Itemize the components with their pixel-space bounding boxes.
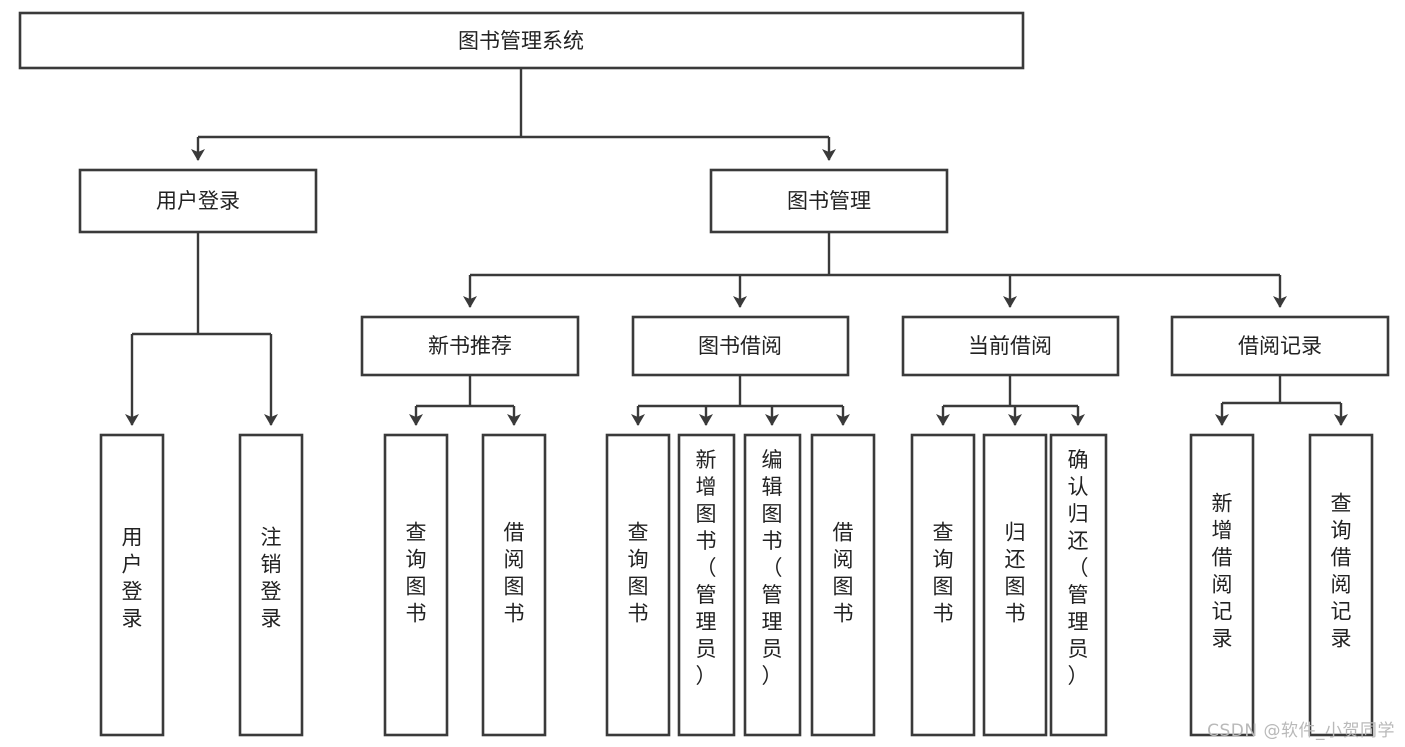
node-new-book-recommend-box[interactable] (360, 315, 580, 377)
node-book-borrow-label: 图书借阅 (698, 334, 782, 358)
node-user-login-label: 用户登录 (156, 189, 240, 213)
node-book-management-box[interactable] (709, 168, 949, 234)
node-leaf-add-borrow-record[interactable]: 新增借阅记录 (1189, 433, 1255, 737)
node-current-borrow-box[interactable] (901, 315, 1120, 377)
node-current-borrow-label: 当前借阅 (968, 334, 1052, 358)
node-leaf-add-book-admin[interactable]: 新增图书（管理员） (677, 433, 736, 737)
node-root[interactable]: 图书管理系统 (18, 11, 1025, 70)
node-book-borrow[interactable]: 图书借阅 (631, 315, 850, 377)
node-leaf-borrow-book-label: 借阅图书 (833, 521, 854, 626)
node-leaf-query-book-new-box[interactable] (383, 433, 449, 737)
node-leaf-borrow-book[interactable]: 借阅图书 (810, 433, 876, 737)
node-leaf-return-book[interactable]: 归还图书 (982, 433, 1048, 737)
node-book-borrow-box[interactable] (631, 315, 850, 377)
node-leaf-edit-book-admin-box[interactable] (743, 433, 802, 737)
node-leaf-borrow-book-new-box[interactable] (481, 433, 547, 737)
node-leaf-query-book-borrow-box[interactable] (605, 433, 671, 737)
node-leaf-user-login-label: 用户登录 (122, 526, 143, 631)
node-book-management[interactable]: 图书管理 (709, 168, 949, 234)
node-leaf-query-book-current[interactable]: 查询图书 (910, 433, 976, 737)
node-current-borrow[interactable]: 当前借阅 (901, 315, 1120, 377)
node-root-box[interactable] (18, 11, 1025, 70)
node-leaf-logout-label: 注销登录 (261, 526, 282, 631)
node-book-management-label: 图书管理 (787, 189, 871, 213)
node-leaf-edit-book-admin[interactable]: 编辑图书（管理员） (743, 433, 802, 737)
node-leaf-query-book-current-label: 查询图书 (933, 521, 954, 626)
node-leaf-user-login-box[interactable] (99, 433, 165, 737)
connector-layer (125, 68, 1348, 426)
node-leaf-logout[interactable]: 注销登录 (238, 433, 304, 737)
node-leaf-query-borrow-record[interactable]: 查询借阅记录 (1308, 433, 1374, 737)
node-new-book-recommend[interactable]: 新书推荐 (360, 315, 580, 377)
node-leaf-add-book-admin-label: 新增图书（管理员） (696, 448, 717, 688)
node-leaf-confirm-return-admin[interactable]: 确认归还（管理员） (1049, 433, 1108, 737)
node-leaf-return-book-box[interactable] (982, 433, 1048, 737)
node-leaf-add-borrow-record-label: 新增借阅记录 (1212, 492, 1233, 651)
node-leaf-query-borrow-record-label: 查询借阅记录 (1331, 492, 1352, 651)
node-leaf-query-book-current-box[interactable] (910, 433, 976, 737)
node-leaf-query-book-new[interactable]: 查询图书 (383, 433, 449, 737)
node-leaf-confirm-return-admin-box[interactable] (1049, 433, 1108, 737)
node-new-book-recommend-label: 新书推荐 (428, 334, 512, 358)
node-borrow-record-box[interactable] (1170, 315, 1390, 377)
node-leaf-add-book-admin-box[interactable] (677, 433, 736, 737)
node-leaf-borrow-book-box[interactable] (810, 433, 876, 737)
node-user-login[interactable]: 用户登录 (78, 168, 318, 234)
node-leaf-user-login[interactable]: 用户登录 (99, 433, 165, 737)
node-leaf-borrow-book-new-label: 借阅图书 (504, 521, 525, 626)
node-borrow-record[interactable]: 借阅记录 (1170, 315, 1390, 377)
node-borrow-record-label: 借阅记录 (1238, 334, 1322, 358)
node-user-login-box[interactable] (78, 168, 318, 234)
node-leaf-edit-book-admin-label: 编辑图书（管理员） (762, 448, 783, 688)
node-leaf-query-borrow-record-box[interactable] (1308, 433, 1374, 737)
node-leaf-return-book-label: 归还图书 (1005, 521, 1026, 626)
node-root-label: 图书管理系统 (458, 29, 584, 53)
node-leaf-query-book-borrow[interactable]: 查询图书 (605, 433, 671, 737)
node-leaf-query-book-new-label: 查询图书 (406, 521, 427, 626)
node-leaf-query-book-borrow-label: 查询图书 (628, 521, 649, 626)
node-leaf-confirm-return-admin-label: 确认归还（管理员） (1068, 448, 1089, 688)
csdn-watermark: CSDN @软件_小贺同学 (1207, 721, 1395, 741)
node-leaf-logout-box[interactable] (238, 433, 304, 737)
node-leaf-add-borrow-record-box[interactable] (1189, 433, 1255, 737)
node-leaf-borrow-book-new[interactable]: 借阅图书 (481, 433, 547, 737)
